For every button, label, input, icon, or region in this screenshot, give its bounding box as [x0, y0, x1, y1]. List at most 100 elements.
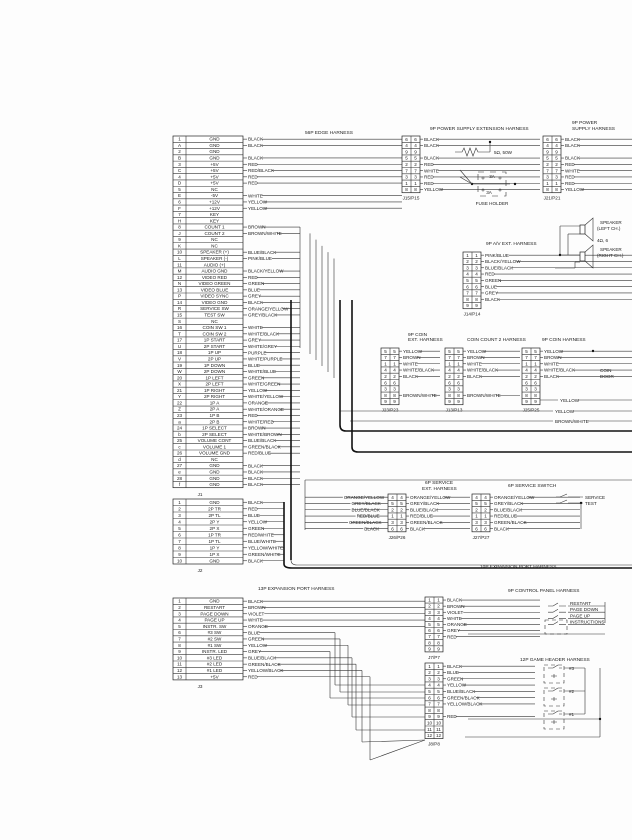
pin-number: 24 — [177, 426, 183, 431]
connector-pin: 1 — [475, 514, 478, 519]
pin-function: #1 SW — [208, 643, 222, 648]
wire-color: BROWN — [467, 355, 485, 360]
pin-number: 27 — [177, 463, 183, 468]
pin-function: NC — [211, 187, 218, 192]
connector-pin: 7 — [546, 168, 549, 173]
game-button-icon — [543, 710, 565, 730]
wire-color: BROWN — [248, 605, 266, 610]
wire-color: RED/BLUE — [494, 514, 517, 519]
pin-number: 19 — [177, 363, 183, 368]
connector-pin: 3 — [391, 520, 394, 525]
pin-number: X — [178, 382, 181, 387]
wire-color: GREY — [485, 291, 498, 296]
connector-pin: 3 — [484, 520, 487, 525]
pin-number: 12 — [177, 275, 183, 280]
connector-pin: 4 — [555, 143, 558, 148]
connector-pin: 4 — [525, 368, 528, 373]
connector-pin: 6 — [555, 137, 558, 142]
pin-function: #3 LED — [207, 655, 223, 660]
pin-function: 2P A — [210, 407, 221, 412]
harness-title: 6P SERVICE — [425, 480, 453, 486]
wire-color: PINK/BLUE — [248, 256, 272, 261]
connector-label: J2 — [198, 568, 203, 573]
pin-function: GND — [209, 470, 220, 475]
connector-pin: 2 — [414, 162, 417, 167]
connector-pin: 5 — [534, 349, 537, 354]
connector-pin: 10 — [427, 721, 433, 726]
junction-dot — [591, 349, 595, 353]
pin-number: 5 — [178, 187, 181, 192]
wire-color: BLACK — [248, 558, 264, 563]
pin-function: 1P UP — [208, 350, 221, 355]
pin-number: 9 — [178, 237, 181, 242]
expansion-10p-bus — [283, 563, 632, 569]
wire-color: BLACK — [565, 137, 581, 142]
wire-color: RED — [248, 174, 258, 179]
connector-pin: 4 — [391, 495, 394, 500]
connector-pin: 8 — [384, 393, 387, 398]
connector-pin: 5 — [466, 278, 469, 283]
pin-function: 1P Y — [210, 545, 220, 550]
connector-pin: 3 — [393, 387, 396, 392]
connector-pin: 3 — [475, 520, 478, 525]
wire-color: WHITE/BROWN — [248, 432, 282, 437]
pin-number: 17 — [177, 338, 183, 343]
pin-number: 2 — [178, 506, 181, 511]
wire-color: RED — [248, 506, 258, 511]
pin-function: COIN SW 2 — [203, 331, 227, 336]
pin-number: 6 — [178, 532, 181, 537]
pin-function: -5V — [211, 193, 219, 198]
connector-pin: 3 — [555, 175, 558, 180]
pin-number: F — [178, 206, 181, 211]
pin-function: GND — [209, 558, 220, 563]
connector-pin: 3 — [384, 387, 387, 392]
pin-number: U — [178, 344, 181, 349]
led-symbol-icon — [551, 720, 557, 724]
harness-title: 9P COIN — [408, 332, 428, 338]
pin-number: e — [178, 470, 181, 475]
connector-pin: 7 — [428, 634, 431, 639]
pin-number: 16 — [177, 325, 183, 330]
control-panel-button-label: PAGE UP — [570, 613, 590, 618]
connector-label: J27/P27 — [473, 535, 490, 540]
harness-title: COIN COUNT 2 HARNESS — [467, 337, 526, 343]
pin-function: 2P TR — [208, 506, 222, 511]
connector-pin: 1 — [555, 181, 558, 186]
connector-pin: 8 — [428, 640, 431, 645]
wire — [459, 176, 473, 185]
connector-pin: 2 — [437, 670, 440, 675]
connector-pin: 1 — [428, 664, 431, 669]
connector-pin: 8 — [555, 187, 558, 192]
fuse-label: 3A — [489, 174, 496, 179]
pin-function: 2P SELECT — [202, 432, 227, 437]
pin-number: T — [178, 331, 181, 336]
connector-pin: 9 — [437, 646, 440, 651]
pin-number: 10 — [177, 655, 183, 660]
connector-pin: 9 — [457, 399, 460, 404]
connector-pin: 5 — [457, 349, 460, 354]
connector-pin: 6 — [437, 695, 440, 700]
connector-pin: 6 — [414, 137, 417, 142]
connector-pin: 8 — [437, 708, 440, 713]
connector-pin: 5 — [428, 689, 431, 694]
wire-color: YELLOW — [248, 388, 268, 393]
speaker-label: SPEAKER — [600, 247, 622, 252]
wire-color: BLACK — [410, 526, 426, 531]
fuse-terminal — [481, 176, 485, 180]
pin-number: W — [177, 369, 182, 374]
wire-color: BLACK — [248, 300, 264, 305]
fuse-terminal — [498, 188, 502, 192]
connector-pin: 3 — [546, 175, 549, 180]
pin-number: C — [178, 168, 182, 173]
pin-function: +12V — [209, 199, 221, 204]
wire-color: BLUE — [248, 363, 260, 368]
wire-color: WHITE/BLUE — [248, 369, 276, 374]
wire-color: WHITE — [565, 168, 580, 173]
wire-color: WHITE — [248, 193, 263, 198]
connector-pin: 8 — [466, 297, 469, 302]
wire — [290, 559, 632, 566]
wire-color: GREEN — [248, 637, 264, 642]
pin-function: 2P LEFT — [205, 382, 223, 387]
pin-function: GND — [209, 500, 220, 505]
wire-color: RED — [485, 272, 495, 277]
